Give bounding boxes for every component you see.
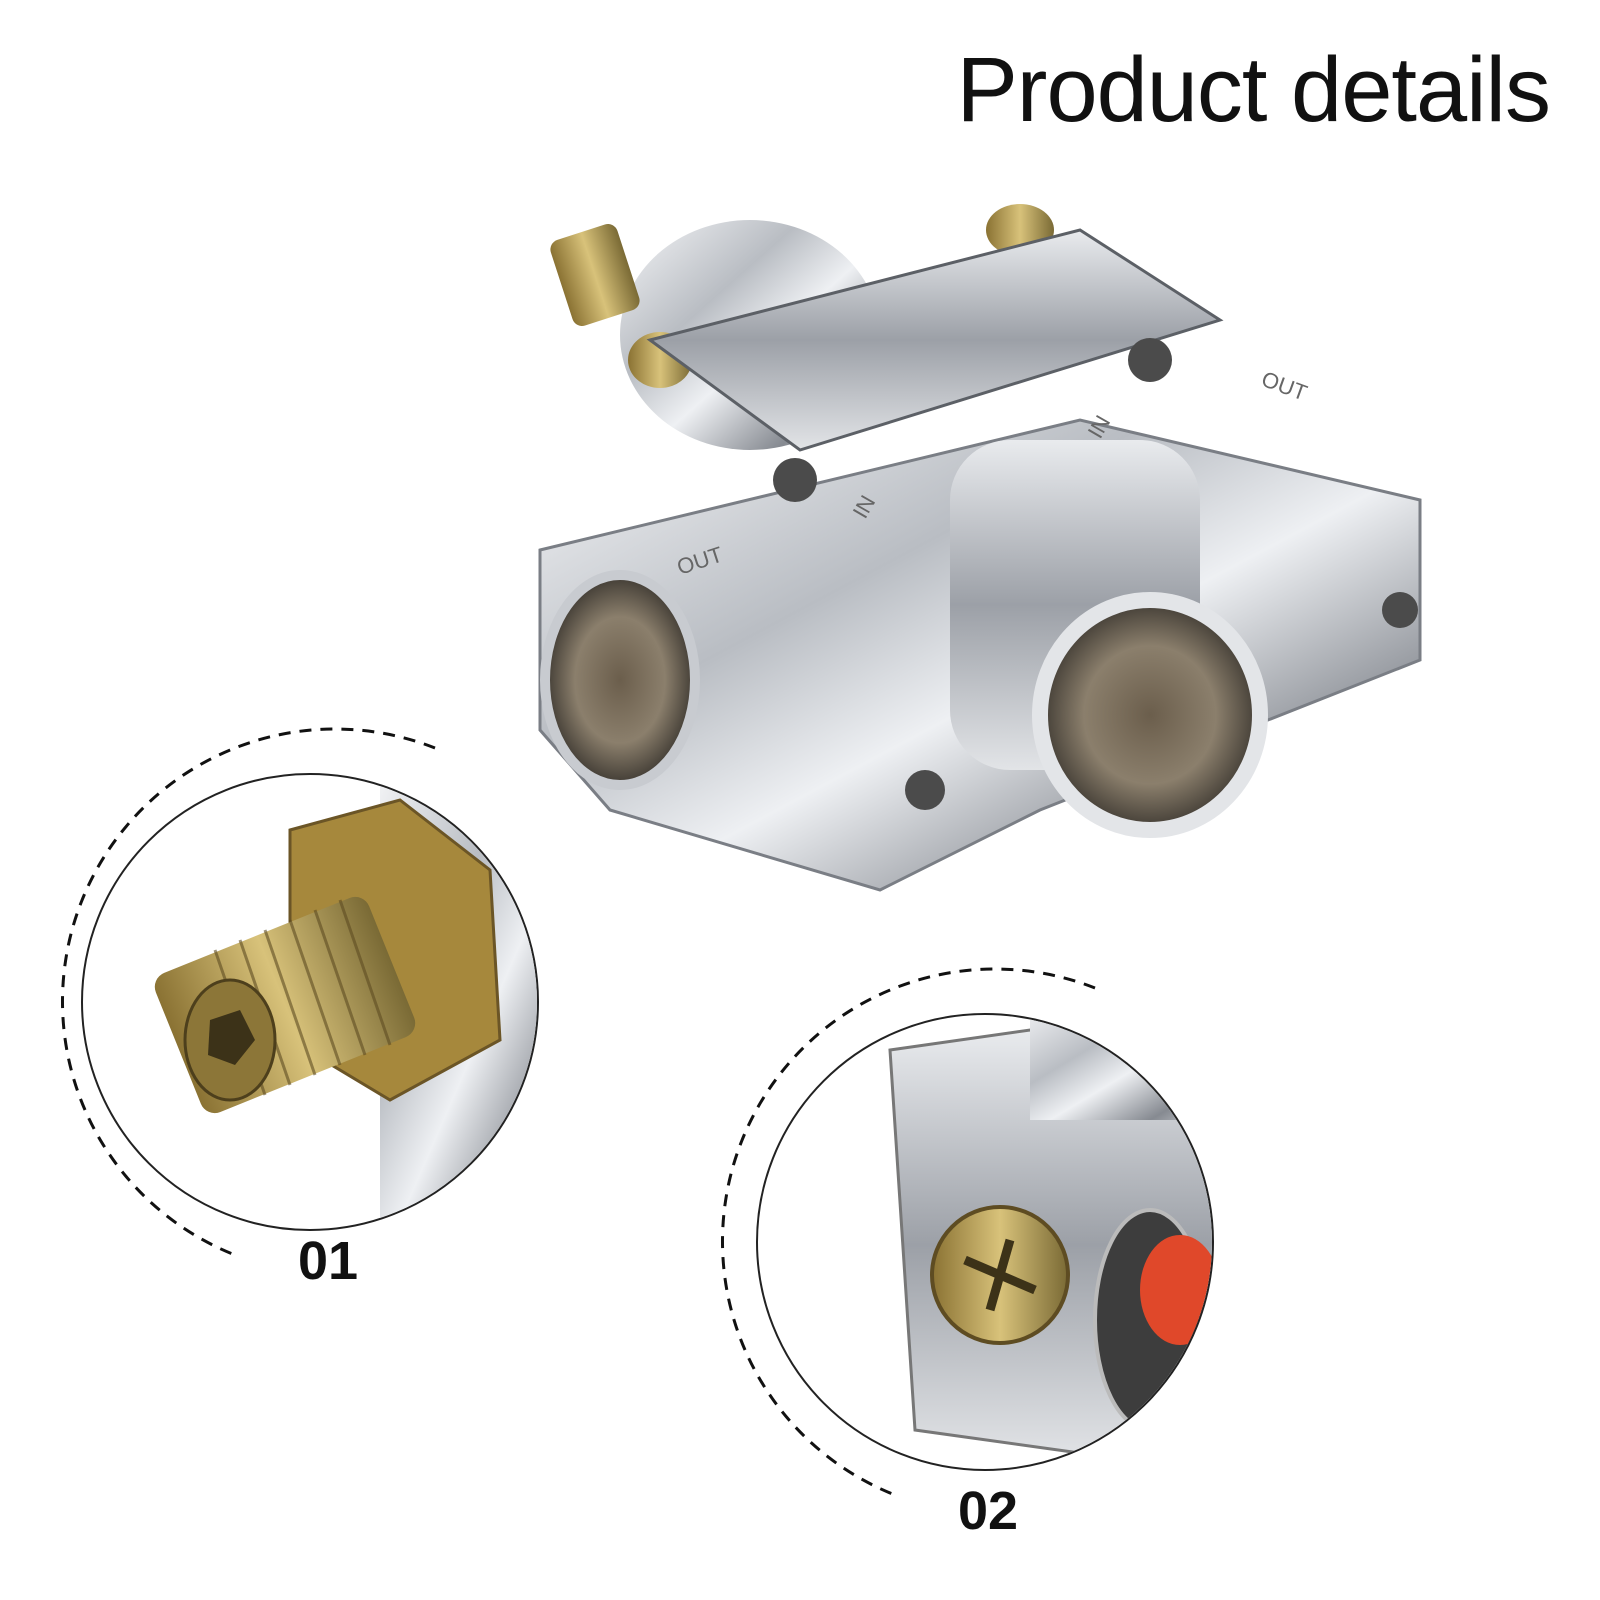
dashed-arc (60, 727, 436, 1257)
port-label-out-right: OUT (1258, 366, 1310, 405)
center-port (1032, 592, 1268, 838)
callout-label-01: 01 (298, 1231, 359, 1291)
detail-callout-02 (720, 967, 1214, 1497)
dashed-arc (720, 967, 1096, 1497)
top-plate (646, 228, 1224, 452)
mount-hole (773, 458, 817, 502)
left-port (540, 570, 700, 790)
mount-hole (1128, 338, 1172, 382)
mount-hole (1382, 592, 1418, 628)
page-title: Product details (956, 39, 1551, 141)
mount-hole (905, 770, 945, 810)
product-image: OUT IN IN OUT (538, 204, 1422, 892)
brass-fitting (550, 223, 640, 327)
callout-label-02: 02 (958, 1481, 1019, 1541)
detail-callout-01 (60, 727, 539, 1257)
